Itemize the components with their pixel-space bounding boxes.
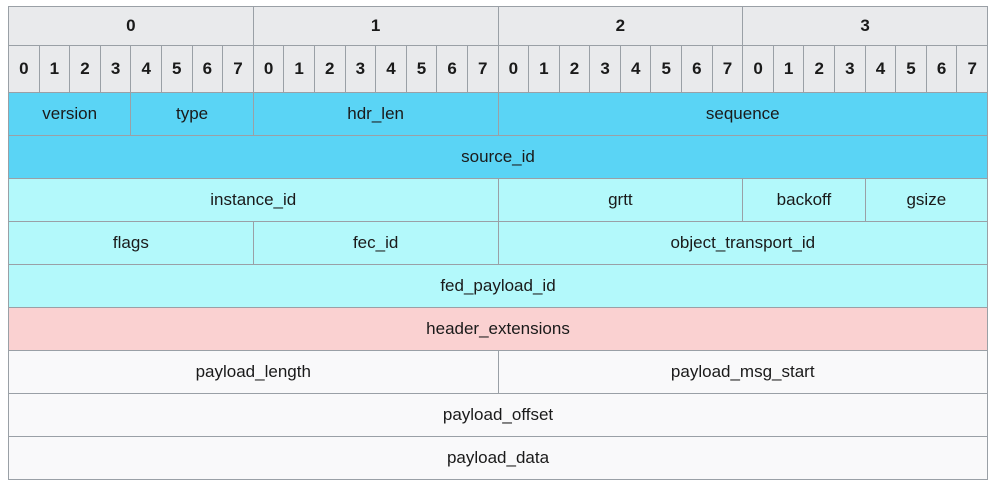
bit-label-20: 4 — [619, 45, 652, 93]
bit-label-27: 3 — [834, 45, 866, 93]
field-type: type — [130, 92, 254, 136]
byte-label-2: 2 — [497, 6, 744, 46]
field-payload_data: payload_data — [8, 436, 988, 480]
field-row: header_extensions — [8, 307, 988, 351]
bit-label-29: 5 — [895, 45, 927, 93]
bit-label-3: 3 — [99, 45, 132, 93]
field-payload_msg_start: payload_msg_start — [497, 350, 988, 394]
field-grtt: grtt — [497, 178, 744, 222]
bit-label-21: 5 — [650, 45, 683, 93]
bit-label-13: 5 — [405, 45, 438, 93]
bit-label-14: 6 — [436, 45, 468, 93]
field-version: version — [7, 92, 132, 136]
bit-label-30: 6 — [925, 45, 958, 93]
field-backoff: backoff — [742, 178, 866, 222]
field-fed_payload_id: fed_payload_id — [8, 264, 988, 308]
field-row: source_id — [8, 135, 988, 179]
bit-label-10: 2 — [313, 45, 346, 93]
field-sequence: sequence — [497, 92, 988, 136]
bit-label-26: 2 — [803, 45, 836, 93]
bit-label-19: 3 — [589, 45, 621, 93]
bit-label-8: 0 — [252, 45, 285, 93]
field-fec_id: fec_id — [252, 221, 499, 265]
bit-label-17: 1 — [528, 45, 560, 93]
bit-label-31: 7 — [956, 45, 988, 93]
bit-label-6: 6 — [191, 45, 224, 93]
field-instance_id: instance_id — [8, 178, 499, 222]
bit-label-11: 3 — [344, 45, 377, 93]
bit-label-12: 4 — [375, 45, 407, 93]
byte-label-1: 1 — [252, 6, 499, 46]
byte-label-3: 3 — [742, 6, 988, 46]
bit-label-0: 0 — [8, 45, 40, 93]
bit-label-28: 4 — [864, 45, 897, 93]
field-row: payload_offset — [8, 393, 988, 437]
byte-label-0: 0 — [8, 6, 254, 46]
bit-label-9: 1 — [283, 45, 315, 93]
bit-label-25: 1 — [772, 45, 805, 93]
bit-label-22: 6 — [681, 45, 713, 93]
bit-label-24: 0 — [742, 45, 774, 93]
bit-label-18: 2 — [558, 45, 591, 93]
field-flags: flags — [8, 221, 254, 265]
field-row: fed_payload_id — [8, 264, 988, 308]
field-payload_offset: payload_offset — [8, 393, 988, 437]
field-object_transport_id: object_transport_id — [497, 221, 988, 265]
bit-label-16: 0 — [497, 45, 530, 93]
field-payload_length: payload_length — [8, 350, 499, 394]
field-source_id: source_id — [8, 135, 988, 179]
bit-label-7: 7 — [222, 45, 254, 93]
bit-label-23: 7 — [711, 45, 744, 93]
field-header_extensions: header_extensions — [8, 307, 988, 351]
field-row: payload_data — [8, 436, 988, 480]
field-gsize: gsize — [864, 178, 989, 222]
bit-label-4: 4 — [130, 45, 162, 93]
bit-label-5: 5 — [160, 45, 193, 93]
field-hdr_len: hdr_len — [252, 92, 499, 136]
bit-label-2: 2 — [69, 45, 101, 93]
bit-label-15: 7 — [466, 45, 499, 93]
bit-label-1: 1 — [38, 45, 71, 93]
